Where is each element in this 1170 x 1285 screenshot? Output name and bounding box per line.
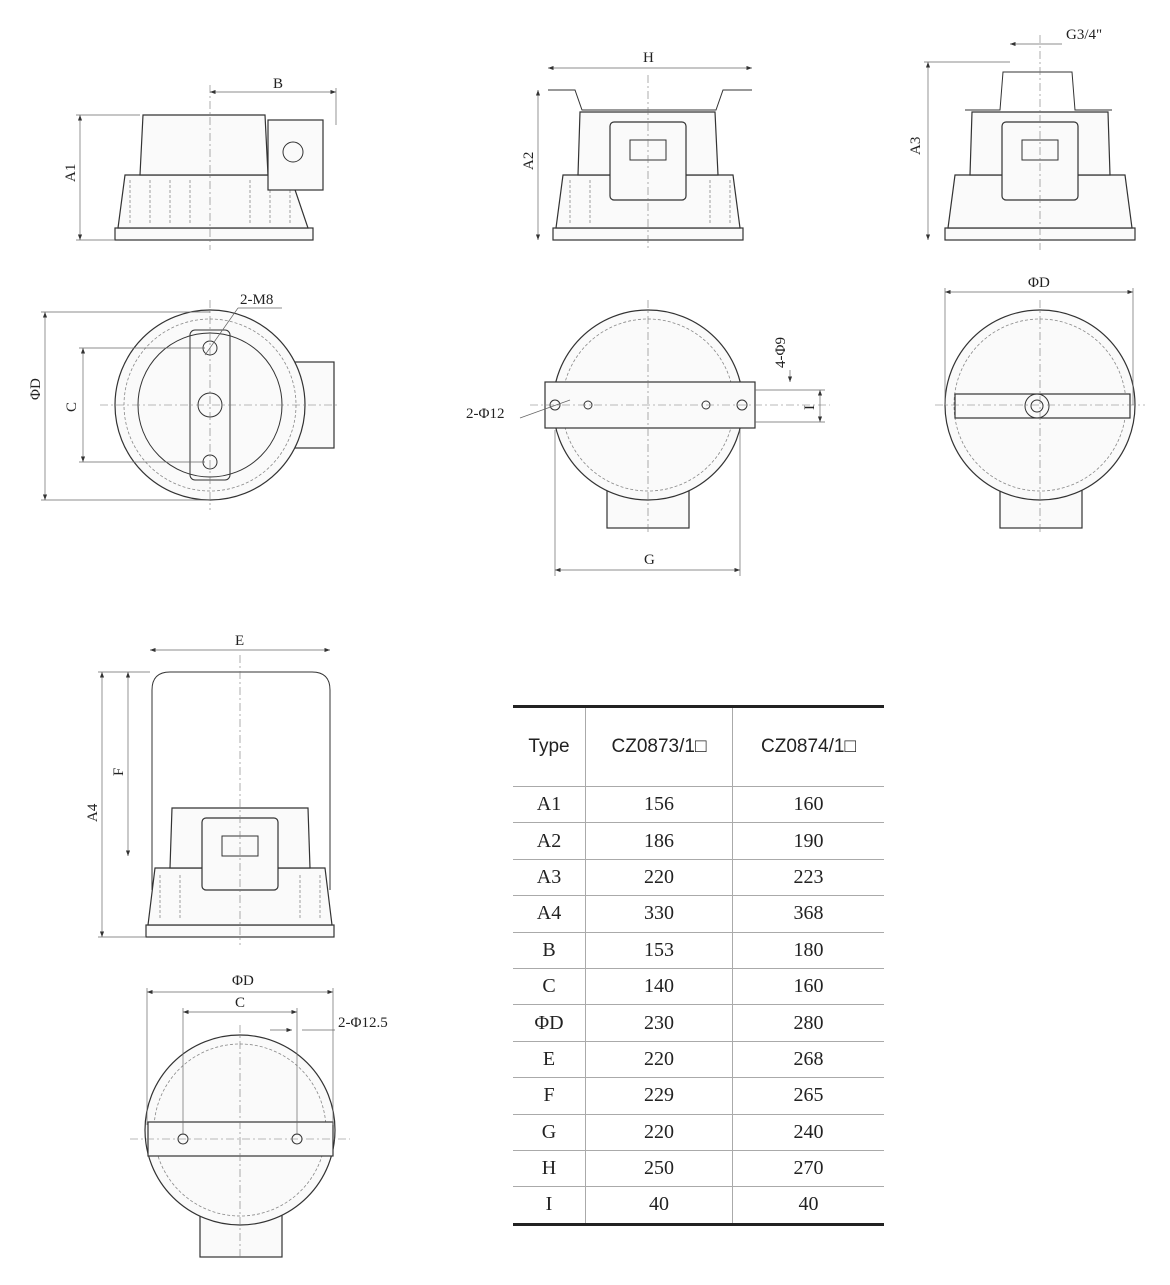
dim-label-a1: A1 (63, 164, 79, 182)
cz0874-value: 268 (732, 1040, 884, 1078)
cz0874-value: 280 (732, 1004, 884, 1042)
row-label: E (513, 1040, 586, 1078)
side-view-a4: E F A4 (85, 633, 335, 945)
dim-label-a3: A3 (908, 137, 924, 155)
top-view-u-bracket: ΦD C 2-Φ12.5 (130, 973, 388, 1260)
dim-label-b: B (273, 76, 283, 92)
dim-label-phi-d: ΦD (28, 378, 44, 400)
cz0874-value: 160 (732, 785, 884, 823)
dim-label-g34: G3/4" (1066, 27, 1102, 43)
dim-label-i: I (802, 405, 818, 410)
cz0874-value: 270 (732, 1149, 884, 1187)
cz0874-value: 180 (732, 931, 884, 969)
cz0874-value: 160 (732, 967, 884, 1005)
cz0873-value: 250 (585, 1149, 733, 1187)
cz0873-value: 40 (585, 1186, 733, 1225)
cz0874-value: 223 (732, 858, 884, 896)
dim-label-2-phi12-5: 2-Φ12.5 (338, 1015, 388, 1031)
header-cz0874: CZ0874/1□ (732, 706, 884, 787)
top-view-mounting: 2-M8 ΦD C (28, 292, 340, 510)
cz0873-value: 229 (585, 1077, 733, 1115)
row-label: A2 (513, 822, 586, 860)
row-label: A4 (513, 895, 586, 933)
dim-label-4-phi9: 4-Φ9 (773, 337, 789, 368)
top-view-pipe-mount: ΦD (935, 275, 1145, 535)
cz0873-value: 230 (585, 1004, 733, 1042)
cz0874-value: 190 (732, 822, 884, 860)
dim-label-2-m8: 2-M8 (240, 292, 273, 308)
row-label: G (513, 1113, 586, 1151)
dim-label-a4: A4 (85, 803, 101, 822)
cz0873-value: 220 (585, 1040, 733, 1078)
dim-label-h: H (643, 50, 654, 66)
header-type: Type (528, 736, 570, 757)
side-view-a3: G3/4" A3 (908, 27, 1136, 250)
cz0873-value: 220 (585, 1113, 733, 1151)
row-label: A1 (513, 785, 586, 823)
row-label: C (513, 967, 586, 1005)
cz0874-value: 240 (732, 1113, 884, 1151)
cz0873-value: 186 (585, 822, 733, 860)
dim-label-g: G (644, 552, 655, 568)
cz0874-value: 40 (732, 1186, 884, 1225)
dim-label-2-phi12: 2-Φ12 (466, 406, 504, 422)
side-view-a2: H A2 (521, 50, 752, 250)
row-label: A3 (513, 858, 586, 896)
row-label: H (513, 1149, 586, 1187)
cz0873-value: 220 (585, 858, 733, 896)
dim-label-phi-d: ΦD (232, 973, 254, 989)
cz0873-value: 153 (585, 931, 733, 969)
header-cz0873: CZ0873/1□ (585, 706, 733, 787)
dim-label-a2: A2 (521, 152, 537, 170)
dim-label-c: C (64, 402, 80, 412)
cz0873-value: 140 (585, 967, 733, 1005)
top-view-bracket: 4-Φ9 I 2-Φ12 G (466, 300, 830, 576)
cz0873-value: 330 (585, 895, 733, 933)
cz0874-value: 368 (732, 895, 884, 933)
cz0873-value: 156 (585, 785, 733, 823)
side-view-a1: B A1 (63, 76, 337, 250)
row-label: ΦD (513, 1004, 586, 1042)
cz0874-value: 265 (732, 1077, 884, 1115)
dim-label-phi-d: ΦD (1028, 275, 1050, 291)
row-label: I (513, 1186, 586, 1225)
dim-label-c: C (235, 995, 245, 1011)
dim-label-f: F (111, 768, 127, 776)
row-label: F (513, 1077, 586, 1115)
table-header-row: Type CZ0873/1□ CZ0874/1□ (513, 706, 884, 787)
row-label: B (513, 931, 586, 969)
dim-label-e: E (235, 633, 244, 649)
